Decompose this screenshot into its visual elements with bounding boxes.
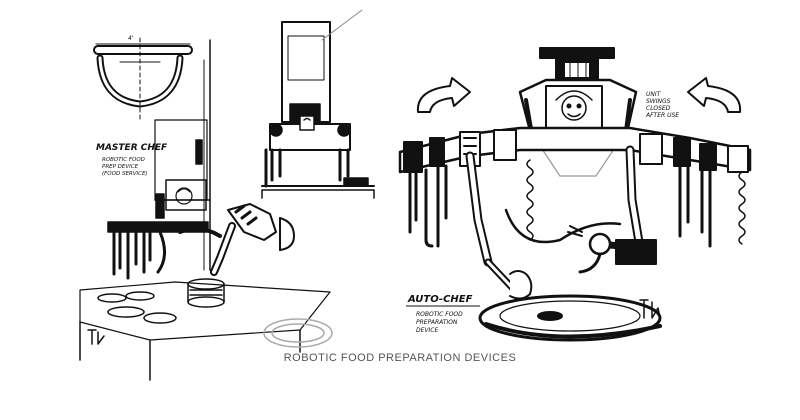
swing-note-line1: UNIT — [646, 91, 662, 98]
svg-text:4': 4' — [128, 35, 134, 42]
auto-chef-line1: ROBOTIC FOOD — [416, 311, 463, 318]
counter-cooktop — [79, 281, 333, 381]
auto-chef-line2: PREPARATION — [416, 319, 458, 326]
plate — [478, 294, 662, 342]
arc-rail-drawing: 4' — [93, 35, 193, 121]
master-chef-sketch: 4' — [79, 35, 333, 381]
ceiling-mount — [539, 47, 615, 83]
thumbnail-sketch — [261, 9, 375, 199]
auto-chef-left-arm — [465, 151, 533, 321]
auto-chef-right-arm — [504, 145, 657, 274]
chef-face-monitor — [155, 179, 207, 219]
rotate-arrow-left-icon — [416, 77, 471, 113]
tool-ring — [398, 126, 752, 174]
artist-signature-right — [639, 299, 661, 319]
plate-stack — [187, 278, 225, 308]
hanging-utensils — [408, 164, 712, 248]
master-chef-title: MASTER CHEF — [96, 143, 168, 153]
rotate-arrow-right-icon — [687, 77, 742, 113]
swing-note: UNIT SWINGS CLOSED AFTER USE — [645, 91, 679, 119]
master-chef-line1: ROBOTIC FOOD — [102, 157, 145, 163]
swing-note-line4: AFTER USE — [645, 112, 679, 119]
auto-chef-label: AUTO-CHEF ROBOTIC FOOD PREPARATION DEVIC… — [406, 294, 480, 334]
master-chef-line3: (FOOD SERVICE) — [102, 171, 148, 177]
artist-signature-left — [87, 329, 105, 345]
wall-cabinet — [154, 39, 211, 271]
auto-chef-sketch: UNIT SWINGS CLOSED AFTER USE — [398, 47, 752, 342]
sheet-caption: ROBOTIC FOOD PREPARATION DEVICES — [283, 352, 517, 364]
robot-arm — [178, 203, 295, 276]
master-chef-line2: PREP DEVICE — [102, 164, 139, 170]
utensil-rack — [107, 221, 209, 280]
thumbnail-drawing — [261, 9, 375, 199]
auto-chef-title: AUTO-CHEF — [407, 294, 473, 305]
swing-note-line2: SWINGS — [646, 98, 671, 105]
auto-chef-line3: DEVICE — [416, 327, 438, 334]
swing-note-line3: CLOSED — [646, 105, 671, 112]
master-chef-label: MASTER CHEF ROBOTIC FOOD PREP DEVICE (FO… — [96, 143, 168, 177]
coiled-cables — [526, 159, 746, 245]
